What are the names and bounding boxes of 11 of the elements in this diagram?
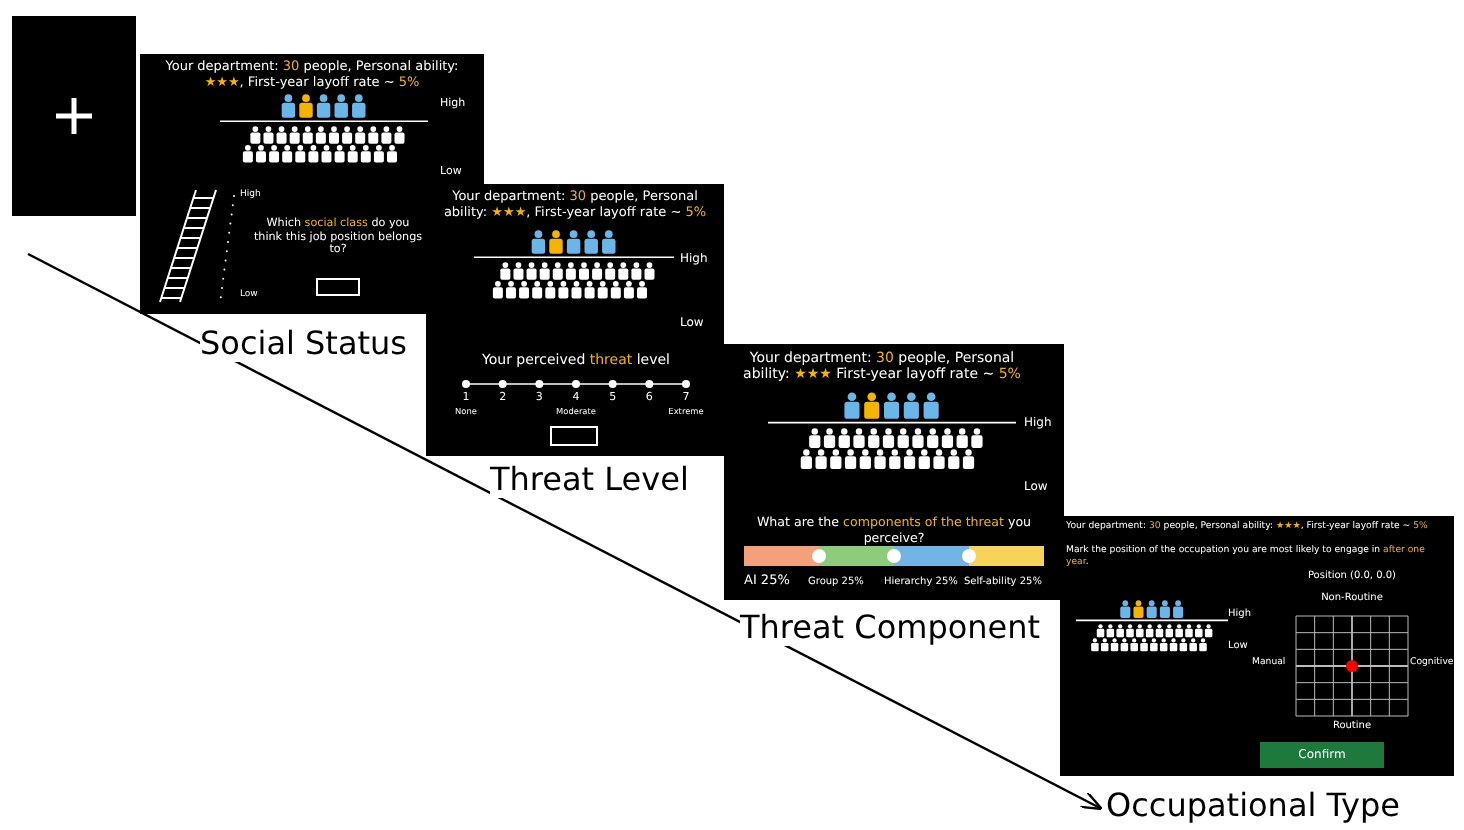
stage-caption: Social Status xyxy=(200,324,408,362)
screen-panel xyxy=(1060,516,1454,776)
screen-panel xyxy=(140,54,484,314)
screen-panel xyxy=(12,16,136,216)
answer-box xyxy=(550,426,598,446)
screen-panel xyxy=(724,344,1064,600)
stage-caption: Occupational Type xyxy=(1106,786,1401,824)
stage-caption: Threat Level xyxy=(490,460,689,498)
stage-caption: Threat Component xyxy=(740,608,1041,646)
screen-panel xyxy=(426,184,724,456)
answer-box xyxy=(316,278,360,296)
